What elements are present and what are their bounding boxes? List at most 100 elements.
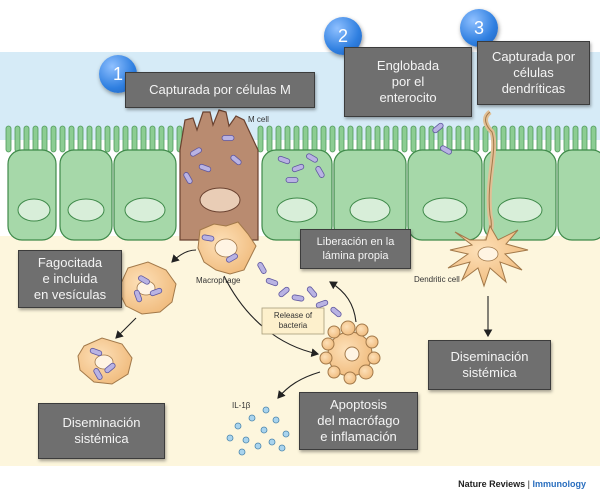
microvillus <box>257 125 264 153</box>
m-cell-label: M cell <box>248 115 269 124</box>
enterocyte <box>483 149 557 241</box>
box-apoptosis-line3: e inflamación <box>320 429 397 444</box>
box-capturada-dc-line2: células <box>513 65 554 80</box>
microvillus <box>392 125 399 153</box>
microvillus <box>590 125 597 153</box>
box-disem-left-line1: Diseminación <box>62 415 141 430</box>
enterocyte <box>7 149 57 241</box>
bacterium <box>221 135 235 141</box>
microvillus <box>14 125 21 153</box>
microvillus <box>374 125 381 153</box>
bacterium <box>133 289 143 303</box>
bacterium <box>183 172 193 184</box>
box-fagocitada-line3: en vesículas <box>33 287 107 302</box>
enterocyte <box>333 149 407 241</box>
microvillus <box>554 125 561 153</box>
microvillus <box>365 125 372 153</box>
m-cell <box>179 109 259 241</box>
bacterium <box>93 368 103 380</box>
microvillus <box>158 125 165 153</box>
microvillus <box>509 125 516 153</box>
dendritic-cell-label: Dendritic cell <box>414 275 460 284</box>
microvillus <box>338 125 345 153</box>
journal-name: Immunology <box>532 479 587 489</box>
bacterium <box>306 286 318 298</box>
m-cell-nucleus <box>199 187 241 213</box>
bacterium <box>432 122 444 134</box>
bacterium <box>226 253 238 263</box>
bacterium <box>285 177 299 183</box>
microvillus <box>32 125 39 153</box>
bacterium <box>138 275 150 285</box>
macrophage-label: Macrophage <box>196 276 241 285</box>
microvillus <box>140 125 147 153</box>
il1b-dot <box>242 436 250 444</box>
microvillus <box>77 125 84 153</box>
il1b-dot <box>268 438 276 446</box>
bacterium <box>190 147 202 157</box>
microvillus <box>581 125 588 153</box>
microvillus <box>464 125 471 153</box>
box-apoptosis: Apoptosis del macrófago e inflamación <box>299 392 418 450</box>
microvillus <box>545 125 552 153</box>
box-capturada-dc-line1: Capturada por <box>491 49 576 64</box>
arrow-to-il1b <box>277 371 321 399</box>
box-englobada-line3: enterocito <box>379 90 437 105</box>
microvillus <box>41 125 48 153</box>
microvillus <box>23 125 30 153</box>
microvillus <box>473 125 480 153</box>
box-fagocitada: Fagocitada e incluida en vesículas <box>18 250 122 308</box>
bacterium <box>257 262 267 274</box>
bacterium <box>277 155 291 165</box>
microvillus <box>302 125 309 153</box>
bacterium <box>265 277 279 287</box>
enterocyte <box>407 149 483 241</box>
microvillus <box>320 125 327 153</box>
bacterium <box>291 294 305 302</box>
il1b-molecules <box>226 406 290 456</box>
box-diseminacion-right: Diseminación sistémica <box>428 340 551 390</box>
apoptotic-macrophage <box>319 320 381 385</box>
il1b-dot <box>234 422 242 430</box>
enterocyte <box>261 149 333 241</box>
microvillus <box>284 125 291 153</box>
microvillus <box>455 125 462 153</box>
bacterium <box>291 163 305 173</box>
microvillus <box>572 125 579 153</box>
bacterium <box>330 306 342 318</box>
bacterium <box>149 287 163 297</box>
arrow-to-vesicles <box>115 317 137 339</box>
box-apoptosis-line2: del macrófago <box>317 413 400 428</box>
microvillus <box>68 125 75 153</box>
release-label-line1: Release of <box>274 311 313 320</box>
microvillus <box>293 125 300 153</box>
microvillus <box>5 125 12 153</box>
bacterium <box>104 362 116 374</box>
microvillus <box>59 125 66 153</box>
box-liberacion-line1: Liberación en la <box>316 236 395 248</box>
release-label-line2: bacteria <box>279 321 308 330</box>
publisher-name: Nature Reviews <box>458 479 526 489</box>
bacterium <box>278 286 290 298</box>
microvillus <box>347 125 354 153</box>
microvillus <box>401 125 408 153</box>
microvillus <box>563 125 570 153</box>
il1b-dot <box>262 406 270 414</box>
bacteria <box>89 122 452 380</box>
microvillus <box>500 125 507 153</box>
il1b-dot <box>282 430 290 438</box>
box-fagocitada-line2: e incluida <box>42 271 98 286</box>
bacterium <box>198 163 212 173</box>
il1b-dot <box>272 416 280 424</box>
microvillus <box>95 125 102 153</box>
enterocyte <box>113 149 177 241</box>
box-capturada-dc-line3: dendríticas <box>501 81 566 96</box>
step-badge-3: 3 <box>460 9 498 47</box>
microvillus <box>518 125 525 153</box>
box-apoptosis-line1: Apoptosis <box>329 397 388 412</box>
microvillus <box>266 125 273 153</box>
box-capturada-dendriticas: Capturada por células dendríticas <box>477 41 590 105</box>
microvillus <box>113 125 120 153</box>
bacterium <box>89 347 103 357</box>
microvillus <box>86 125 93 153</box>
